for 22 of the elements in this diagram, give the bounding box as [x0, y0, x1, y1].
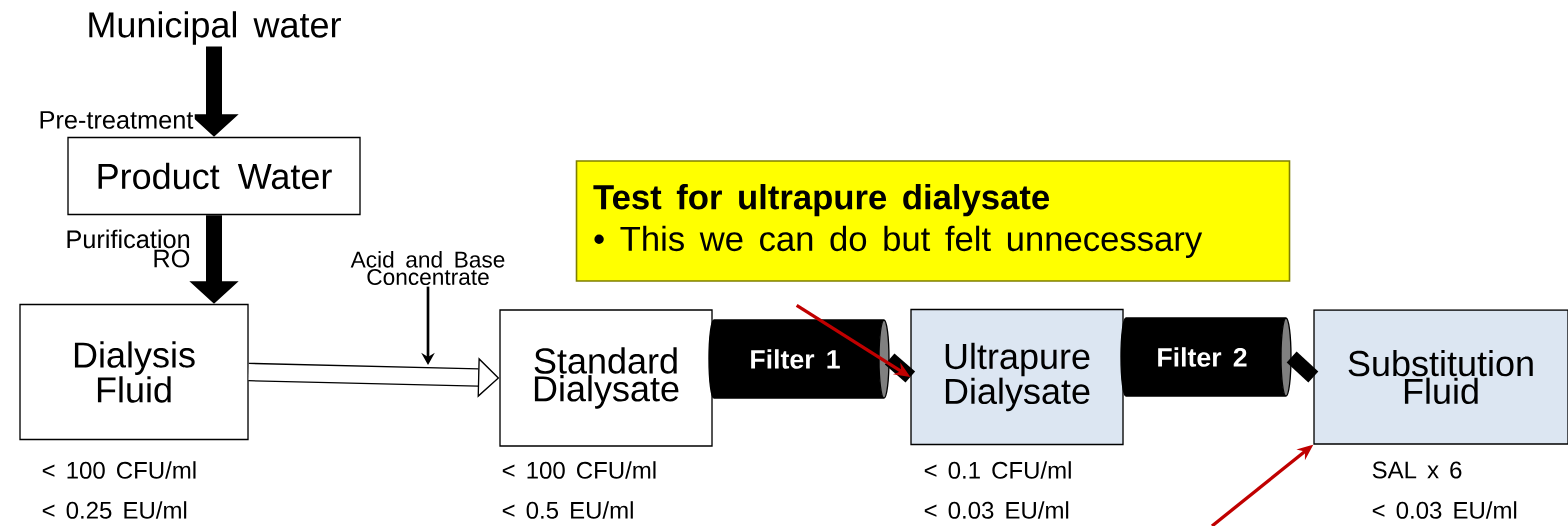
- edge-label: Purification RO: [64, 228, 192, 269]
- process-box: Dialysis Fluid: [19, 303, 249, 441]
- connector-bar: [884, 353, 916, 383]
- note-box: Test for ultrapure dialysate • This we can do but felt unnecessary: [575, 160, 1291, 282]
- limit-value: SAL x 6: [1372, 461, 1462, 479]
- connector-bar: [1286, 351, 1319, 383]
- limit-value: < 100 CFU/ml: [502, 461, 656, 479]
- process-box: Product Water: [67, 136, 361, 216]
- process-box: Standard Dialysate: [499, 309, 713, 447]
- input-label: Acid and Base Concentrate: [350, 251, 505, 286]
- limit-value: < 0.03 EU/ml: [924, 501, 1069, 519]
- limit-value: < 0.1 CFU/ml: [924, 461, 1071, 479]
- limit-value: < 0.03 EU/ml: [1372, 501, 1517, 519]
- limit-value: < 0.5 EU/ml: [502, 501, 633, 519]
- process-box: Ultrapure Dialysate: [910, 308, 1124, 446]
- limit-value: < 100 CFU/ml: [42, 461, 196, 479]
- limit-value: < 0.25 EU/ml: [42, 501, 187, 519]
- filter-cylinder: Filter 2: [1120, 317, 1292, 397]
- edge-label: Pre-treatment: [37, 109, 195, 131]
- source-label: Municipal water: [89, 11, 341, 45]
- filter-cylinder: Filter 1: [708, 319, 890, 399]
- process-box: Substitution Fluid: [1313, 309, 1568, 445]
